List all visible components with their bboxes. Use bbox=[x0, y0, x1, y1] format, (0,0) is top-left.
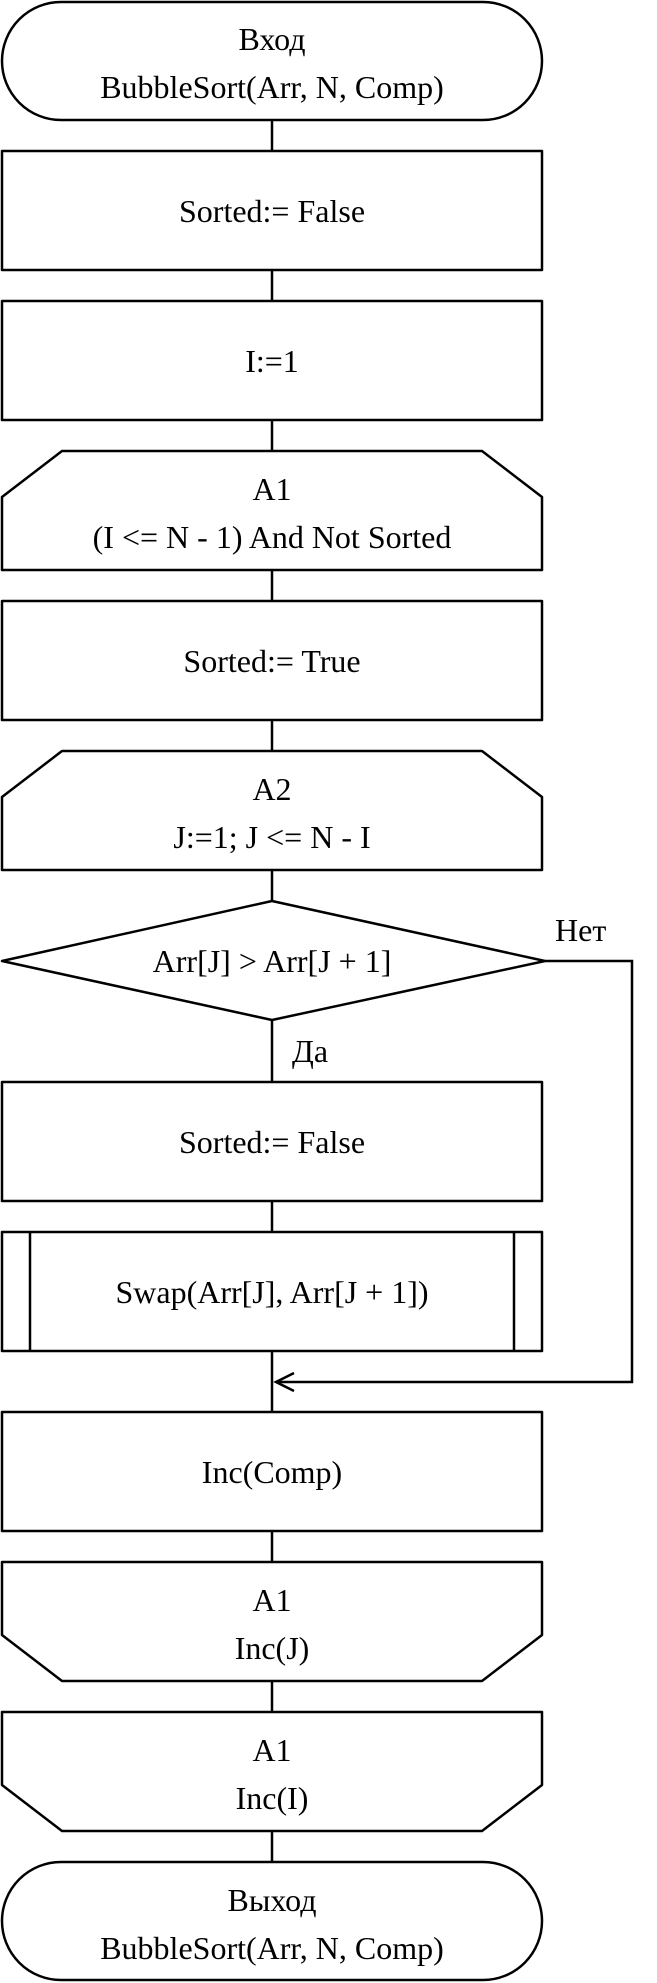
loop-a1-start: A1 (I <= N - 1) And Not Sorted bbox=[0, 449, 544, 572]
loop-label: A1 bbox=[252, 1582, 291, 1618]
arrowhead bbox=[273, 1371, 295, 1393]
loop-a2-start: A2 J:=1; J <= N - I bbox=[0, 749, 544, 872]
label-yes: Да bbox=[292, 1033, 328, 1069]
loop-end-inc-j: A1 Inc(J) bbox=[0, 1560, 544, 1683]
loop-action: Inc(I) bbox=[236, 1780, 309, 1816]
end-title: Выход bbox=[228, 1882, 317, 1918]
loop-label: A1 bbox=[252, 471, 291, 507]
loop-condition: (I <= N - 1) And Not Sorted bbox=[93, 519, 452, 555]
process-label: Sorted:= False bbox=[179, 193, 365, 229]
process-label: Sorted:= False bbox=[179, 1124, 365, 1160]
process-sorted-false: Sorted:= False bbox=[0, 149, 544, 272]
loop-action: Inc(J) bbox=[235, 1630, 310, 1666]
label-no: Нет bbox=[555, 912, 606, 948]
end-terminal: Выход BubbleSort(Arr, N, Comp) bbox=[0, 1860, 544, 1982]
decision-compare: Arr[J] > Arr[J + 1] bbox=[0, 899, 547, 1022]
loop-condition: J:=1; J <= N - I bbox=[173, 819, 370, 855]
process-label: I:=1 bbox=[245, 343, 299, 379]
start-signature: BubbleSort(Arr, N, Comp) bbox=[100, 69, 444, 105]
start-title: Вход bbox=[238, 21, 305, 57]
process-label: Inc(Comp) bbox=[202, 1454, 342, 1490]
loop-label: A2 bbox=[252, 771, 291, 807]
process-label: Sorted:= True bbox=[183, 643, 360, 679]
subroutine-label: Swap(Arr[J], Arr[J + 1]) bbox=[115, 1274, 428, 1310]
loop-end-inc-i: A1 Inc(I) bbox=[0, 1710, 544, 1833]
connector-no bbox=[276, 959, 634, 1384]
process-inc-comp: Inc(Comp) bbox=[0, 1410, 544, 1533]
process-sorted-true: Sorted:= True bbox=[0, 599, 544, 722]
process-init-i: I:=1 bbox=[0, 299, 544, 422]
end-signature: BubbleSort(Arr, N, Comp) bbox=[100, 1930, 444, 1966]
subroutine-swap: Swap(Arr[J], Arr[J + 1]) bbox=[0, 1230, 544, 1353]
process-sorted-false-2: Sorted:= False bbox=[0, 1080, 544, 1203]
decision-condition: Arr[J] > Arr[J + 1] bbox=[153, 943, 392, 979]
loop-label: A1 bbox=[252, 1732, 291, 1768]
start-terminal: Вход BubbleSort(Arr, N, Comp) bbox=[0, 0, 544, 122]
